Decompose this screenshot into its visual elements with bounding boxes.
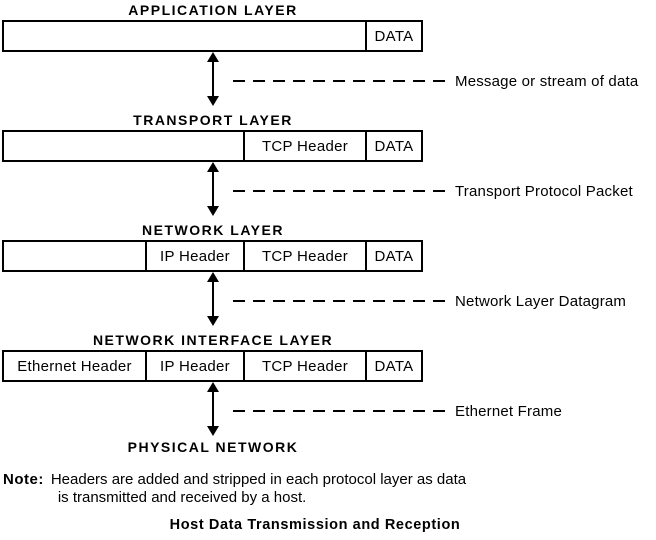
box-cell: DATA — [365, 22, 421, 50]
packet-box: DATA — [2, 20, 423, 52]
bidirectional-arrow-icon — [207, 162, 219, 216]
dashed-leader-line — [233, 300, 447, 302]
arrow-up-head — [207, 272, 219, 282]
box-cell — [4, 22, 365, 50]
cell-label: DATA — [374, 27, 414, 45]
cell-label: IP Header — [160, 357, 230, 375]
cell-label: DATA — [374, 137, 414, 155]
note-label: Note: — [3, 471, 44, 488]
box-cell: DATA — [365, 352, 421, 380]
cell-label: DATA — [374, 247, 414, 265]
box-cell: IP Header — [145, 352, 243, 380]
cell-label: DATA — [374, 357, 414, 375]
protocol-layer-section: NETWORK LAYER IP Header TCP Header DATA Ne… — [0, 220, 656, 330]
note-line-1: Headers are added and stripped in each p… — [50, 471, 467, 488]
bidirectional-arrow-icon — [207, 382, 219, 436]
box-cell: DATA — [365, 132, 421, 160]
packet-box: Ethernet Header IP Header TCP Header DATA — [2, 350, 423, 382]
dashed-leader-line — [233, 190, 447, 192]
packet-box: IP Header TCP Header DATA — [2, 240, 423, 272]
layer-title: NETWORK INTERFACE LAYER — [92, 332, 334, 348]
arrow-up-head — [207, 382, 219, 392]
note-text: Headers are added and stripped in each p… — [51, 471, 466, 507]
arrow-up-head — [207, 162, 219, 172]
arrow-down-head — [207, 96, 219, 106]
arrow-shaft — [212, 392, 214, 426]
cell-label: TCP Header — [261, 247, 349, 265]
cell-label: IP Header — [160, 247, 230, 265]
box-cell: TCP Header — [243, 132, 365, 160]
arrow-down-head — [207, 426, 219, 436]
arrow-shaft — [212, 172, 214, 206]
note-block: Note: Headers are added and stripped in … — [3, 471, 466, 507]
diagram-caption: Host Data Transmission and Reception — [169, 517, 461, 533]
layer-title: APPLICATION LAYER — [128, 2, 298, 18]
box-cell: TCP Header — [243, 242, 365, 270]
box-cell: IP Header — [145, 242, 243, 270]
dashed-leader-line — [233, 410, 447, 412]
packet-annotation: Transport Protocol Packet — [455, 183, 633, 200]
cell-label: TCP Header — [261, 357, 349, 375]
box-cell: TCP Header — [243, 352, 365, 380]
packet-annotation: Message or stream of data — [455, 73, 639, 90]
box-cell — [4, 242, 145, 270]
packet-annotation: Network Layer Datagram — [455, 293, 627, 310]
protocol-layer-section: APPLICATION LAYER DATA Message or stream… — [0, 0, 656, 110]
dashed-leader-line — [233, 80, 447, 82]
protocol-layer-section: TRANSPORT LAYER TCP Header DATA Transport… — [0, 110, 656, 220]
arrow-shaft — [212, 62, 214, 96]
box-cell: DATA — [365, 242, 421, 270]
bidirectional-arrow-icon — [207, 52, 219, 106]
note-line-2: is transmitted and received by a host. — [57, 489, 307, 506]
box-cell: Ethernet Header — [4, 352, 145, 380]
protocol-layer-section: NETWORK INTERFACE LAYER Ethernet Header I… — [0, 330, 656, 440]
arrow-down-head — [207, 206, 219, 216]
layer-title: NETWORK LAYER — [142, 222, 284, 238]
packet-box: TCP Header DATA — [2, 130, 423, 162]
arrow-up-head — [207, 52, 219, 62]
packet-annotation: Ethernet Frame — [455, 403, 563, 420]
layer-title: TRANSPORT LAYER — [133, 112, 293, 128]
arrow-down-head — [207, 316, 219, 326]
box-cell — [4, 132, 243, 160]
cell-label: Ethernet Header — [17, 357, 132, 375]
bidirectional-arrow-icon — [207, 272, 219, 326]
arrow-shaft — [212, 282, 214, 316]
cell-label: TCP Header — [261, 137, 349, 155]
physical-network-title: PHYSICAL NETWORK — [127, 439, 299, 455]
